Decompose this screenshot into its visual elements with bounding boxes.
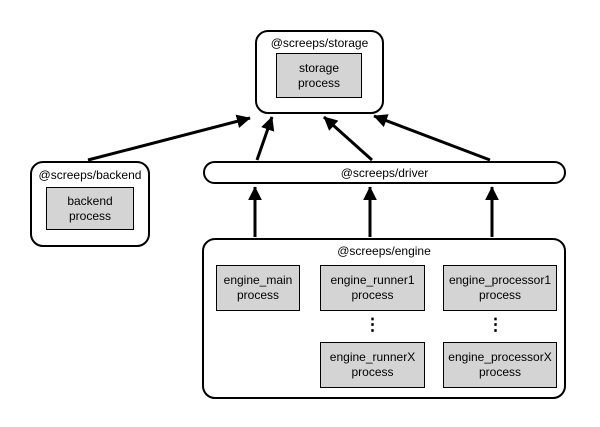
node-driver: @screeps/driver xyxy=(203,161,566,184)
node-backend: @screeps/backend backend process xyxy=(30,161,150,247)
processor-ellipsis: ⋮ xyxy=(487,315,504,334)
arrow-driver-to-storage-right xyxy=(373,114,491,162)
backend-process-box: backend process xyxy=(46,187,134,230)
runner-ellipsis: ⋮ xyxy=(364,315,381,334)
storage-label: @screeps/storage xyxy=(270,36,369,50)
engine-label: @screeps/engine xyxy=(337,244,431,258)
engine-processorX-process-box: engine_processorX process xyxy=(443,342,557,388)
storage-process-box: storage process xyxy=(276,53,362,98)
backend-label: @screeps/backend xyxy=(38,168,142,182)
node-storage: @screeps/storage storage process xyxy=(255,30,384,114)
engine-runnerX-process-box: engine_runnerX process xyxy=(320,342,425,388)
arrow-driver-to-storage-left xyxy=(255,116,275,161)
engine-main-process-box: engine_main process xyxy=(216,265,300,311)
arrow-backend-to-storage xyxy=(87,114,251,162)
engine-processor1-process-box: engine_processor1 process xyxy=(443,265,557,311)
node-engine: @screeps/engine engine_main process engi… xyxy=(202,238,566,399)
engine-runner1-process-box: engine_runner1 process xyxy=(320,265,425,311)
arrow-driver-to-storage-middle xyxy=(322,115,374,162)
driver-label: @screeps/driver xyxy=(340,166,429,180)
